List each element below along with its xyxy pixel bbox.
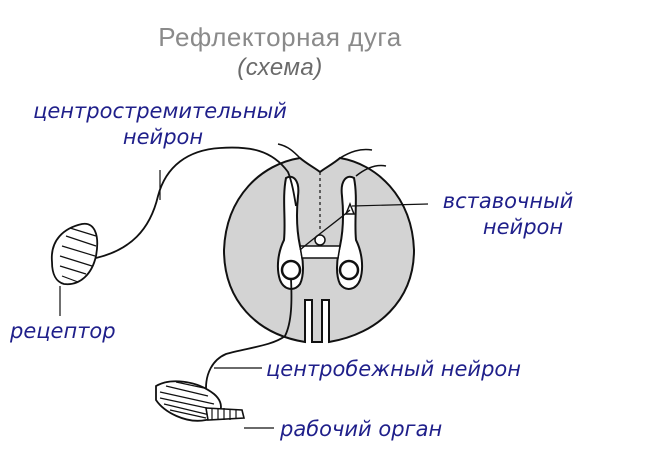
label-interneuron-line1: вставочный bbox=[442, 189, 574, 213]
gray-commissure bbox=[299, 245, 341, 259]
label-interneuron: вставочный нейрон bbox=[428, 188, 588, 240]
motor-neuron-right bbox=[338, 259, 360, 281]
afferent-neuron-fiber bbox=[95, 146, 297, 259]
label-interneuron-line2: нейрон bbox=[482, 215, 564, 239]
effector-organ bbox=[155, 380, 246, 422]
receptor-hatching bbox=[59, 227, 97, 283]
spinal-cord-section bbox=[222, 143, 416, 344]
interneuron-fiber bbox=[299, 209, 351, 251]
receptor bbox=[51, 222, 99, 286]
diagram-title: Рефлекторная дуга bbox=[158, 22, 402, 52]
leader-lines bbox=[59, 170, 429, 429]
diagram-subtitle: (схема) bbox=[237, 54, 323, 81]
label-afferent-line2: нейрон bbox=[122, 125, 204, 149]
muscle-striations bbox=[159, 381, 217, 419]
leader-interneuron bbox=[351, 203, 429, 207]
motor-neuron-left bbox=[280, 259, 302, 281]
label-receptor: рецептор bbox=[10, 319, 116, 343]
label-afferent-line1: центростремительный bbox=[33, 99, 287, 123]
receptor-body bbox=[51, 222, 99, 286]
dorsal-roots bbox=[277, 143, 387, 177]
label-efferent-neuron: центробежный нейрон bbox=[266, 357, 521, 381]
tendon-striations bbox=[211, 408, 237, 420]
gray-matter-right bbox=[336, 175, 364, 290]
central-canal bbox=[314, 234, 326, 246]
gray-matter-left bbox=[276, 175, 304, 290]
label-afferent-neuron: центростремительный нейрон bbox=[10, 98, 310, 150]
label-effector-organ: рабочий орган bbox=[280, 417, 443, 441]
